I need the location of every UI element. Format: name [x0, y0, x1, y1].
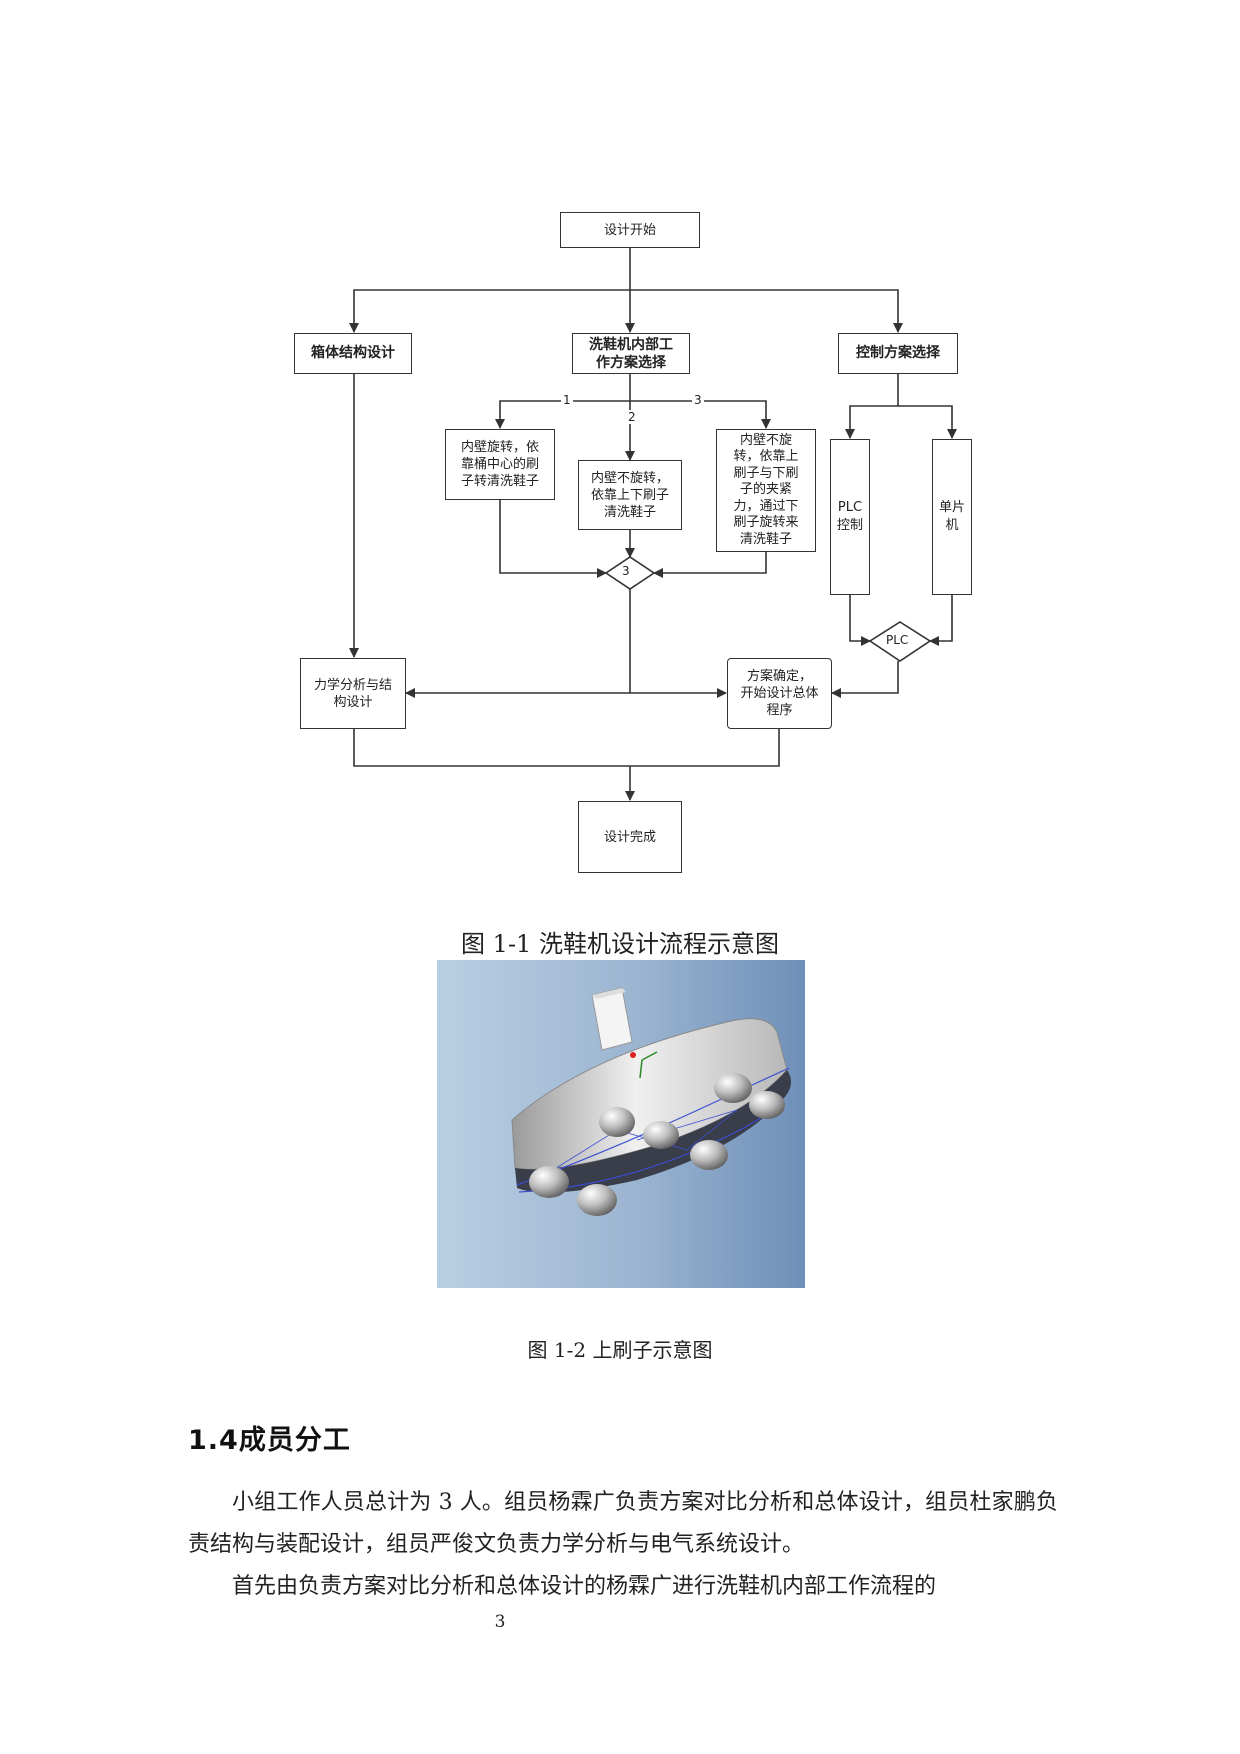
page-number: 3 — [494, 1612, 506, 1632]
figure-1-2-caption: 图 1-2 上刷子示意图 — [527, 1338, 713, 1362]
branch-label-2: 2 — [626, 410, 638, 424]
mechanics-design-node: 力学分析与结 构设计 — [300, 658, 406, 729]
section-title: 1.4成员分工 — [188, 1425, 351, 1456]
paragraph-members: 小组工作人员总计为 3 人。组员杨霖广负责方案对比分析和总体设计，组员杜家鹏负责… — [188, 1490, 1058, 1557]
decision-scheme-label: 3 — [622, 564, 630, 578]
finish-node: 设计完成 — [578, 801, 682, 873]
inner-scheme-node: 洗鞋机内部工 作方案选择 — [572, 333, 690, 374]
brush-model-graphic — [511, 987, 791, 1216]
scheme-confirm-node: 方案确定， 开始设计总体 程序 — [727, 658, 832, 729]
figure-1-1-caption: 图 1-1 洗鞋机设计流程示意图 — [461, 930, 779, 958]
option-1-node: 内壁旋转，依 靠桶中心的刷 子转清洗鞋子 — [445, 429, 555, 500]
branch-label-3: 3 — [692, 393, 704, 407]
control-scheme-node: 控制方案选择 — [838, 333, 958, 374]
option-2-node: 内壁不旋转， 依靠上下刷子 清洗鞋子 — [578, 460, 682, 530]
mcu-node: 单片机 — [932, 439, 972, 595]
plc-control-node: PLC控制 — [830, 439, 870, 595]
start-node: 设计开始 — [560, 212, 700, 248]
box-structure-design-node: 箱体结构设计 — [294, 333, 412, 374]
flowchart-connectors — [349, 248, 957, 801]
option-3-node: 内壁不旋 转，依靠上 刷子与下刷 子的夹紧 力，通过下 刷子旋转来 清洗鞋子 — [716, 429, 816, 552]
paragraph-workflow: 首先由负责方案对比分析和总体设计的杨霖广进行洗鞋机内部工作流程的 — [232, 1574, 937, 1599]
upper-brush-render — [437, 960, 805, 1288]
design-flowchart: 设计开始 箱体结构设计 洗鞋机内部工 作方案选择 控制方案选择 1 2 3 内壁… — [294, 212, 972, 873]
decision-control-label: PLC — [886, 633, 909, 647]
branch-label-1: 1 — [561, 393, 573, 407]
